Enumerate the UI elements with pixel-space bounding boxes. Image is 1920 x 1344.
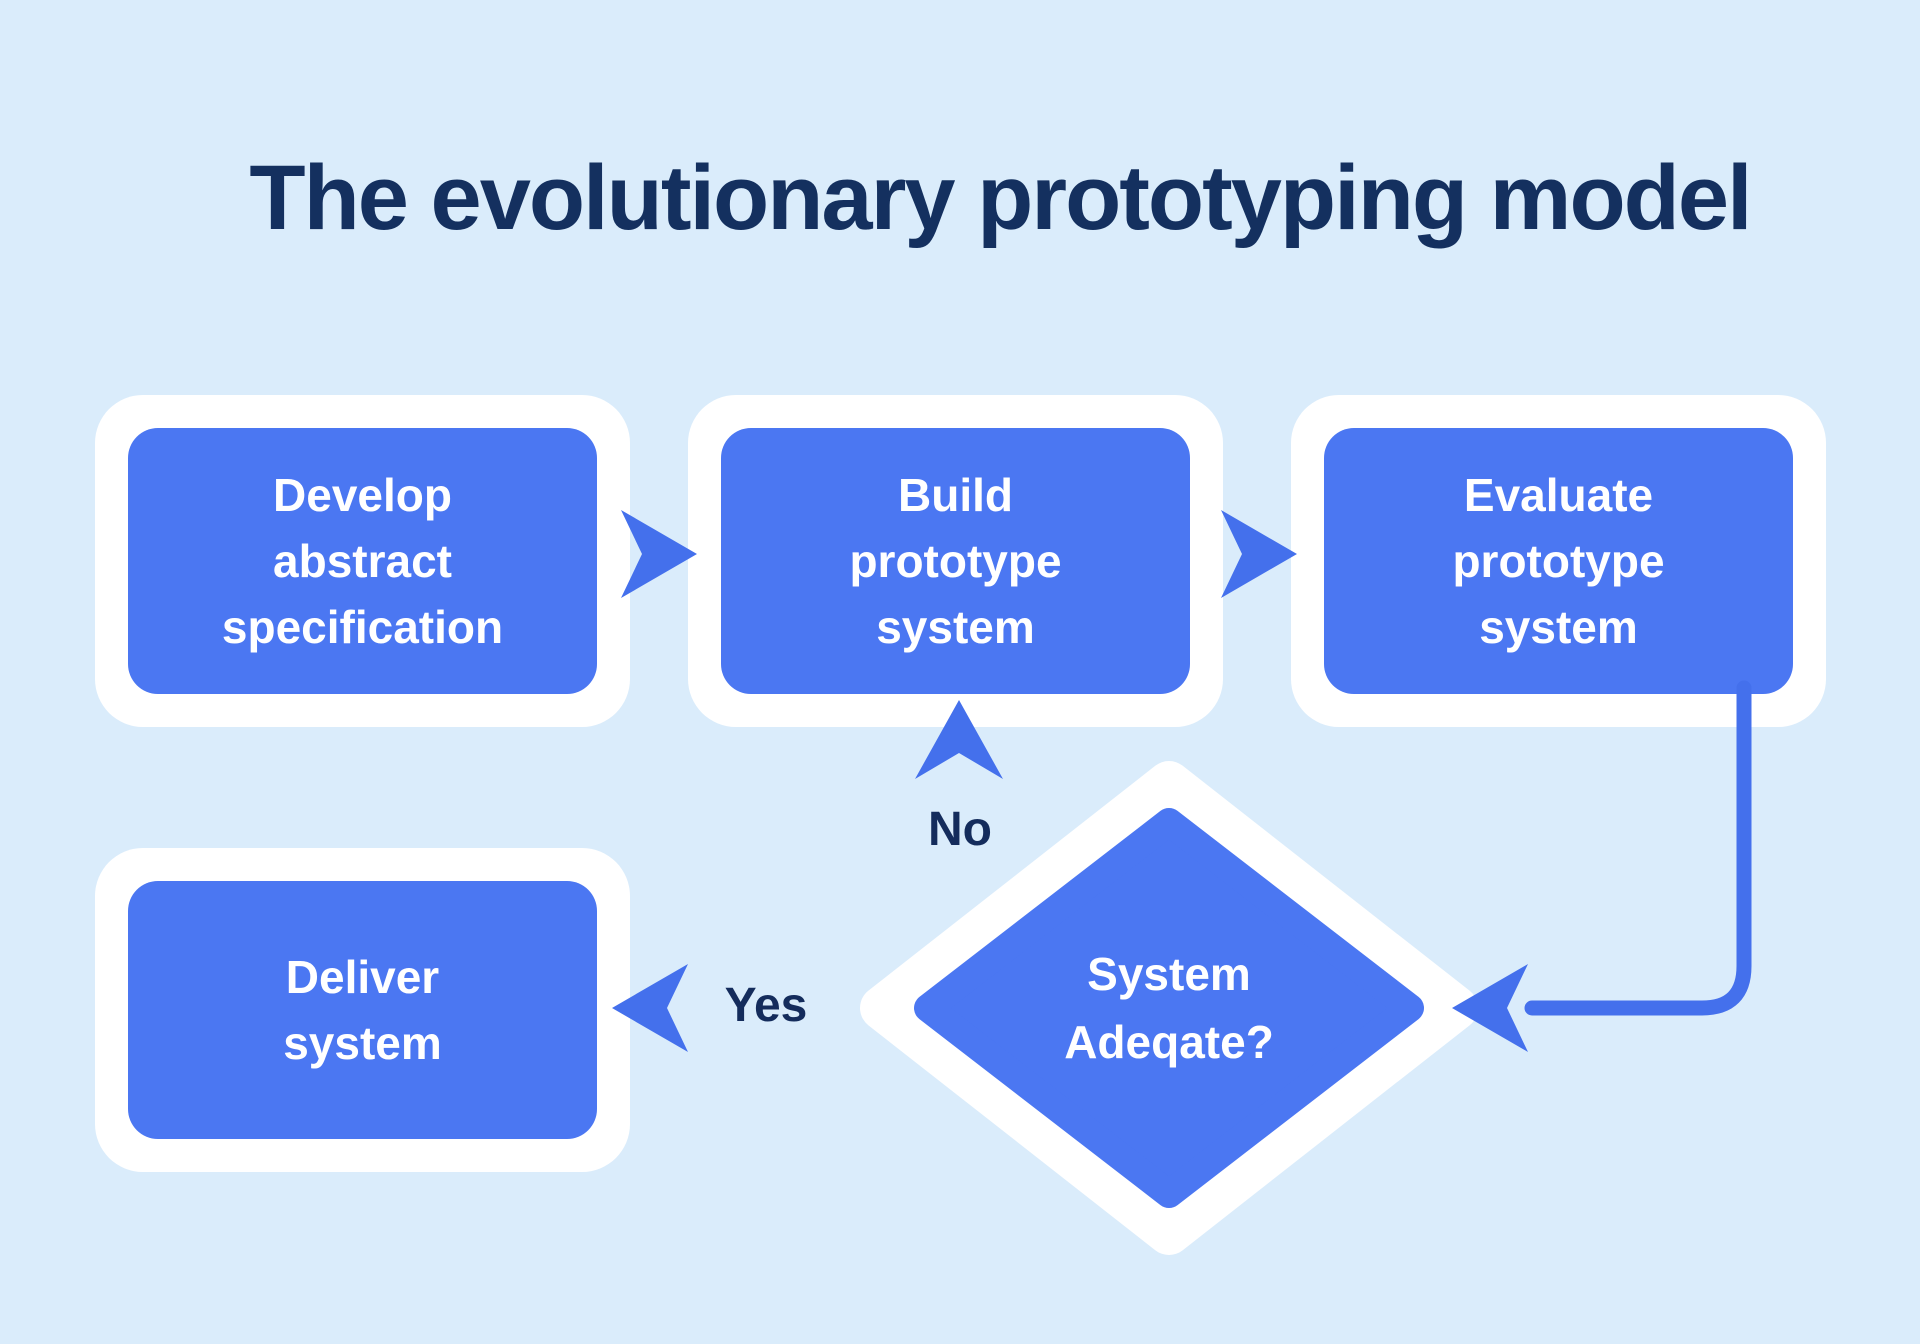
node-text-line: system [1479, 601, 1638, 653]
process-node-deliver: Deliver system [95, 848, 630, 1172]
edge-label-no: No [928, 803, 992, 856]
process-node-build: Build prototype system [688, 395, 1223, 727]
node-text-line: prototype [849, 535, 1062, 587]
node-text-line: prototype [1452, 535, 1665, 587]
process-node-deliver-fill: Deliver system [128, 881, 597, 1139]
process-node-develop-fill: Develop abstract specification [128, 428, 597, 694]
process-node-evaluate: Evaluate prototype system [1291, 395, 1826, 727]
node-text-line: Adeqate? [1064, 1016, 1274, 1068]
arrow-build-to-evaluate-icon [1221, 510, 1297, 598]
node-text-line: System [1087, 948, 1251, 1000]
node-text-line: Develop [273, 469, 452, 521]
node-text-line: system [876, 601, 1035, 653]
decision-node-label: System Adeqate? [994, 940, 1344, 1076]
node-text-line: abstract [273, 535, 452, 587]
arrow-evaluate-to-decision-icon [1452, 964, 1528, 1052]
arrow-develop-to-build-icon [621, 510, 697, 598]
process-node-build-fill: Build prototype system [721, 428, 1190, 694]
edge-label-yes: Yes [724, 979, 808, 1032]
process-node-develop: Develop abstract specification [95, 395, 630, 727]
node-text-line: system [283, 1017, 442, 1069]
node-text-line: Deliver [285, 951, 440, 1003]
node-text-line: specification [221, 601, 504, 653]
connector-evaluate-to-decision [1524, 680, 1752, 1016]
process-node-evaluate-fill: Evaluate prototype system [1324, 428, 1793, 694]
node-text-line: Evaluate [1463, 469, 1654, 521]
diagram-title: The evolutionary prototyping model [249, 147, 1752, 249]
node-text-line: Build [898, 469, 1013, 521]
